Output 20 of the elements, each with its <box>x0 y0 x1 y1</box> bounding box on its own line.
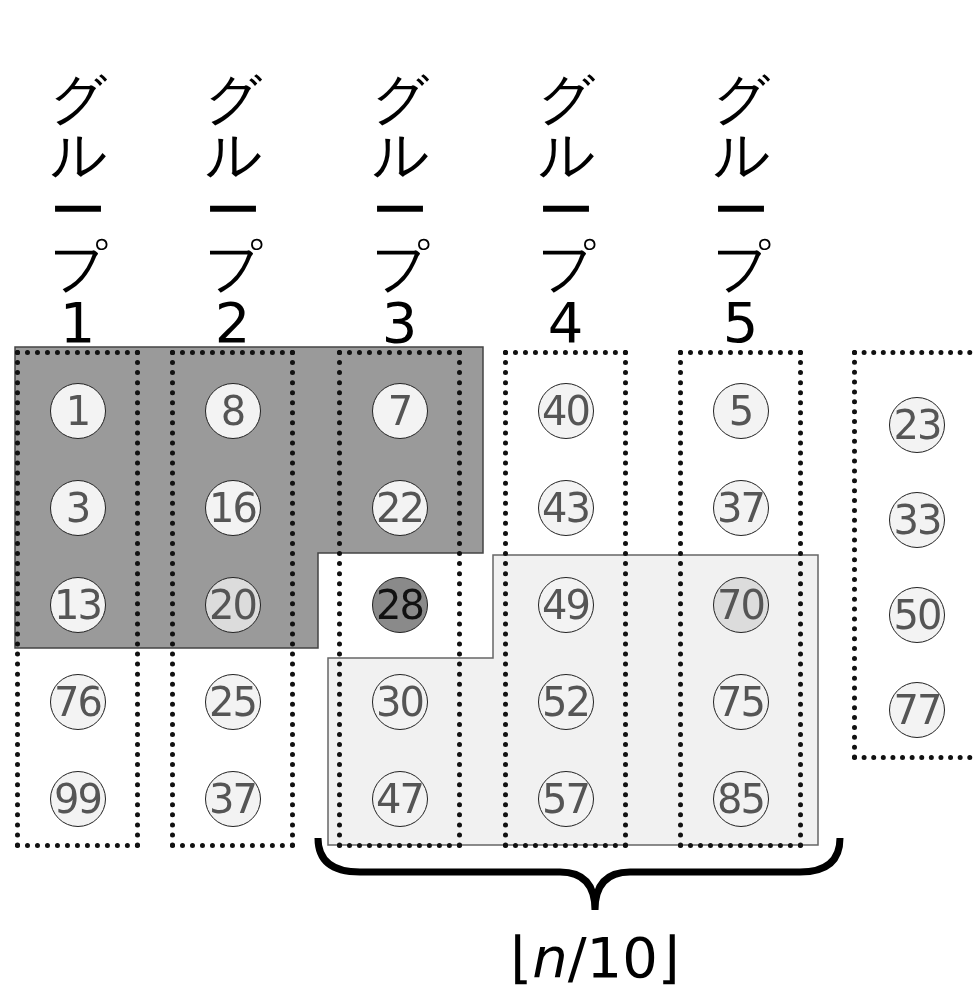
group-heading: グループ4 <box>537 71 594 351</box>
group-heading: グループ2 <box>204 71 261 351</box>
number-circle: 40 <box>537 383 594 439</box>
number-circle: 5 <box>712 383 769 439</box>
group-heading: グループ1 <box>49 71 106 351</box>
group-box <box>852 350 973 760</box>
number-circle: 33 <box>889 492 945 548</box>
number-circle: 23 <box>889 397 945 453</box>
group-heading: グループ3 <box>371 71 428 351</box>
number-circle: 43 <box>537 480 594 536</box>
number-circle: 28 <box>371 577 428 633</box>
number-circle: 37 <box>712 480 769 536</box>
number-circle: 50 <box>889 587 945 643</box>
number-circle: 25 <box>204 674 261 730</box>
group-heading: グループ5 <box>712 71 769 351</box>
number-circle: 77 <box>889 682 945 738</box>
formula-label: ⌊n/10⌋ <box>509 925 681 990</box>
number-circle: 37 <box>204 771 261 827</box>
number-circle: 76 <box>49 674 106 730</box>
number-circle: 99 <box>49 771 106 827</box>
